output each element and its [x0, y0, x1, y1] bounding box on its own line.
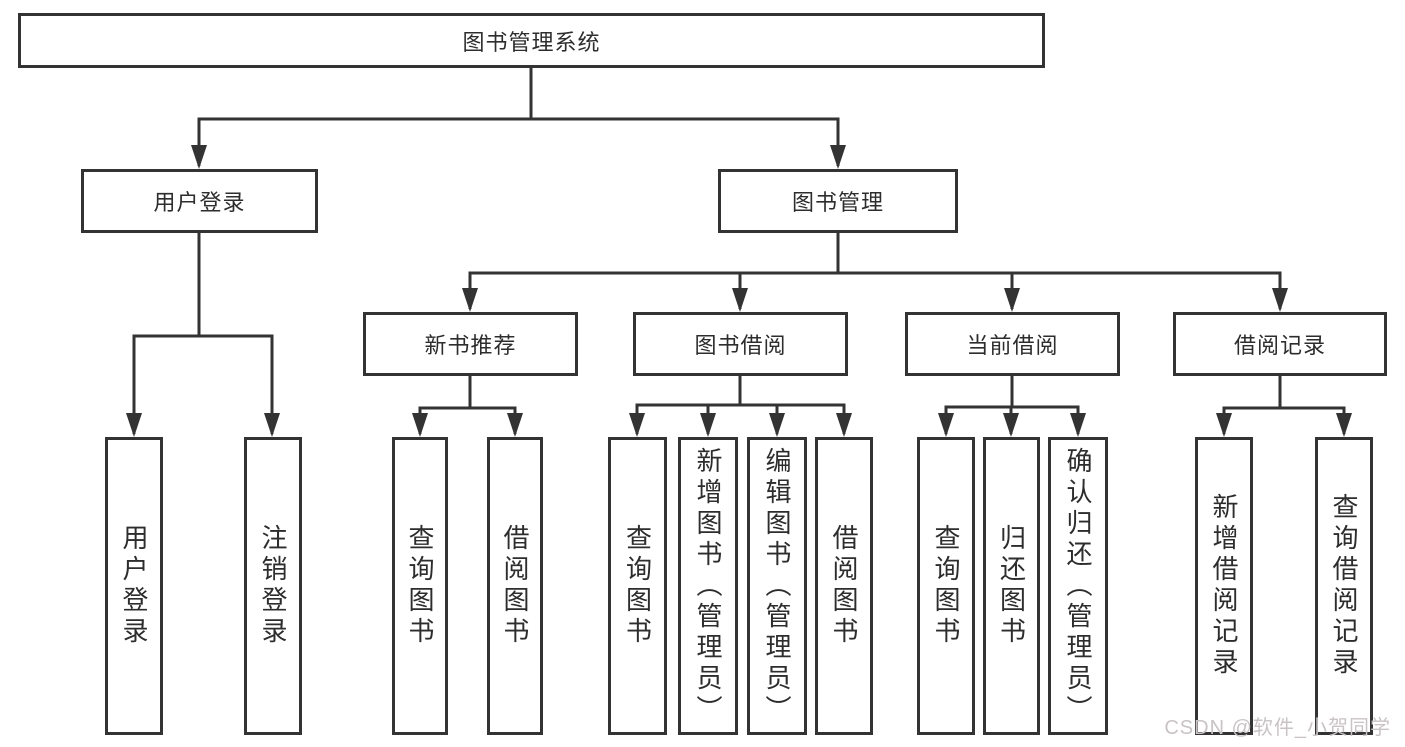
csdn-watermark: CSDN @软件_小贺同学 [1164, 717, 1391, 739]
leaf-newbooks-borrow-books-label: 借阅图书 [500, 524, 530, 648]
leaf-current-return-books-label: 归还图书 [996, 524, 1027, 648]
leaf-current-confirm-return-admin-label: 确认归还（管理员） [1063, 446, 1093, 726]
leaf-borrowing-add-books-admin-label: 新增图书（管理员） [693, 446, 723, 726]
leaf-records-add-record: 新增借阅记录 [1195, 437, 1253, 735]
node-book-management: 图书管理 [718, 169, 958, 233]
leaf-records-add-record-label: 新增借阅记录 [1209, 493, 1239, 679]
connector-records-to-leaves [1222, 376, 1346, 434]
leaf-user-login: 用户登录 [105, 437, 163, 735]
node-borrowing-records: 借阅记录 [1173, 312, 1387, 376]
leaf-current-return-books: 归还图书 [983, 437, 1040, 735]
leaf-borrowing-edit-books-admin-label: 编辑图书（管理员） [762, 446, 792, 726]
leaf-user-login-label: 用户登录 [119, 524, 149, 648]
node-library-system: 图书管理系统 [18, 13, 1045, 68]
arrowheads [126, 145, 1352, 437]
leaf-records-query-record-label: 查询借阅记录 [1329, 493, 1359, 679]
leaf-logout: 注销登录 [244, 437, 302, 735]
connector-newbooks-to-leaves [418, 376, 517, 434]
leaf-current-query-books-label: 查询图书 [931, 524, 961, 648]
node-book-borrowing: 图书借阅 [633, 312, 848, 376]
connector-bookmgmt-to-level3 [468, 233, 1282, 309]
leaf-records-query-record: 查询借阅记录 [1315, 437, 1373, 735]
leaf-borrowing-edit-books-admin: 编辑图书（管理员） [747, 437, 807, 735]
leaf-borrowing-query-books: 查询图书 [608, 437, 667, 735]
node-current-borrowing: 当前借阅 [905, 312, 1120, 376]
leaf-newbooks-query-books-label: 查询图书 [405, 524, 435, 648]
node-new-book-recommend: 新书推荐 [363, 312, 578, 376]
leaf-current-confirm-return-admin: 确认归还（管理员） [1048, 437, 1108, 735]
leaf-borrowing-borrow-books-label: 借阅图书 [829, 524, 859, 648]
connector-userlogin-to-leaves [132, 233, 274, 434]
connector-borrowing-to-leaves [635, 376, 846, 434]
leaf-newbooks-borrow-books: 借阅图书 [487, 437, 543, 735]
leaf-borrowing-borrow-books: 借阅图书 [815, 437, 873, 735]
leaf-borrowing-add-books-admin: 新增图书（管理员） [678, 437, 738, 735]
connector-root-to-level2 [197, 68, 840, 166]
node-user-login: 用户登录 [81, 169, 318, 233]
leaf-borrowing-query-books-label: 查询图书 [622, 524, 653, 648]
leaf-current-query-books: 查询图书 [917, 437, 975, 735]
leaf-logout-label: 注销登录 [258, 524, 288, 648]
leaf-newbooks-query-books: 查询图书 [392, 437, 448, 735]
